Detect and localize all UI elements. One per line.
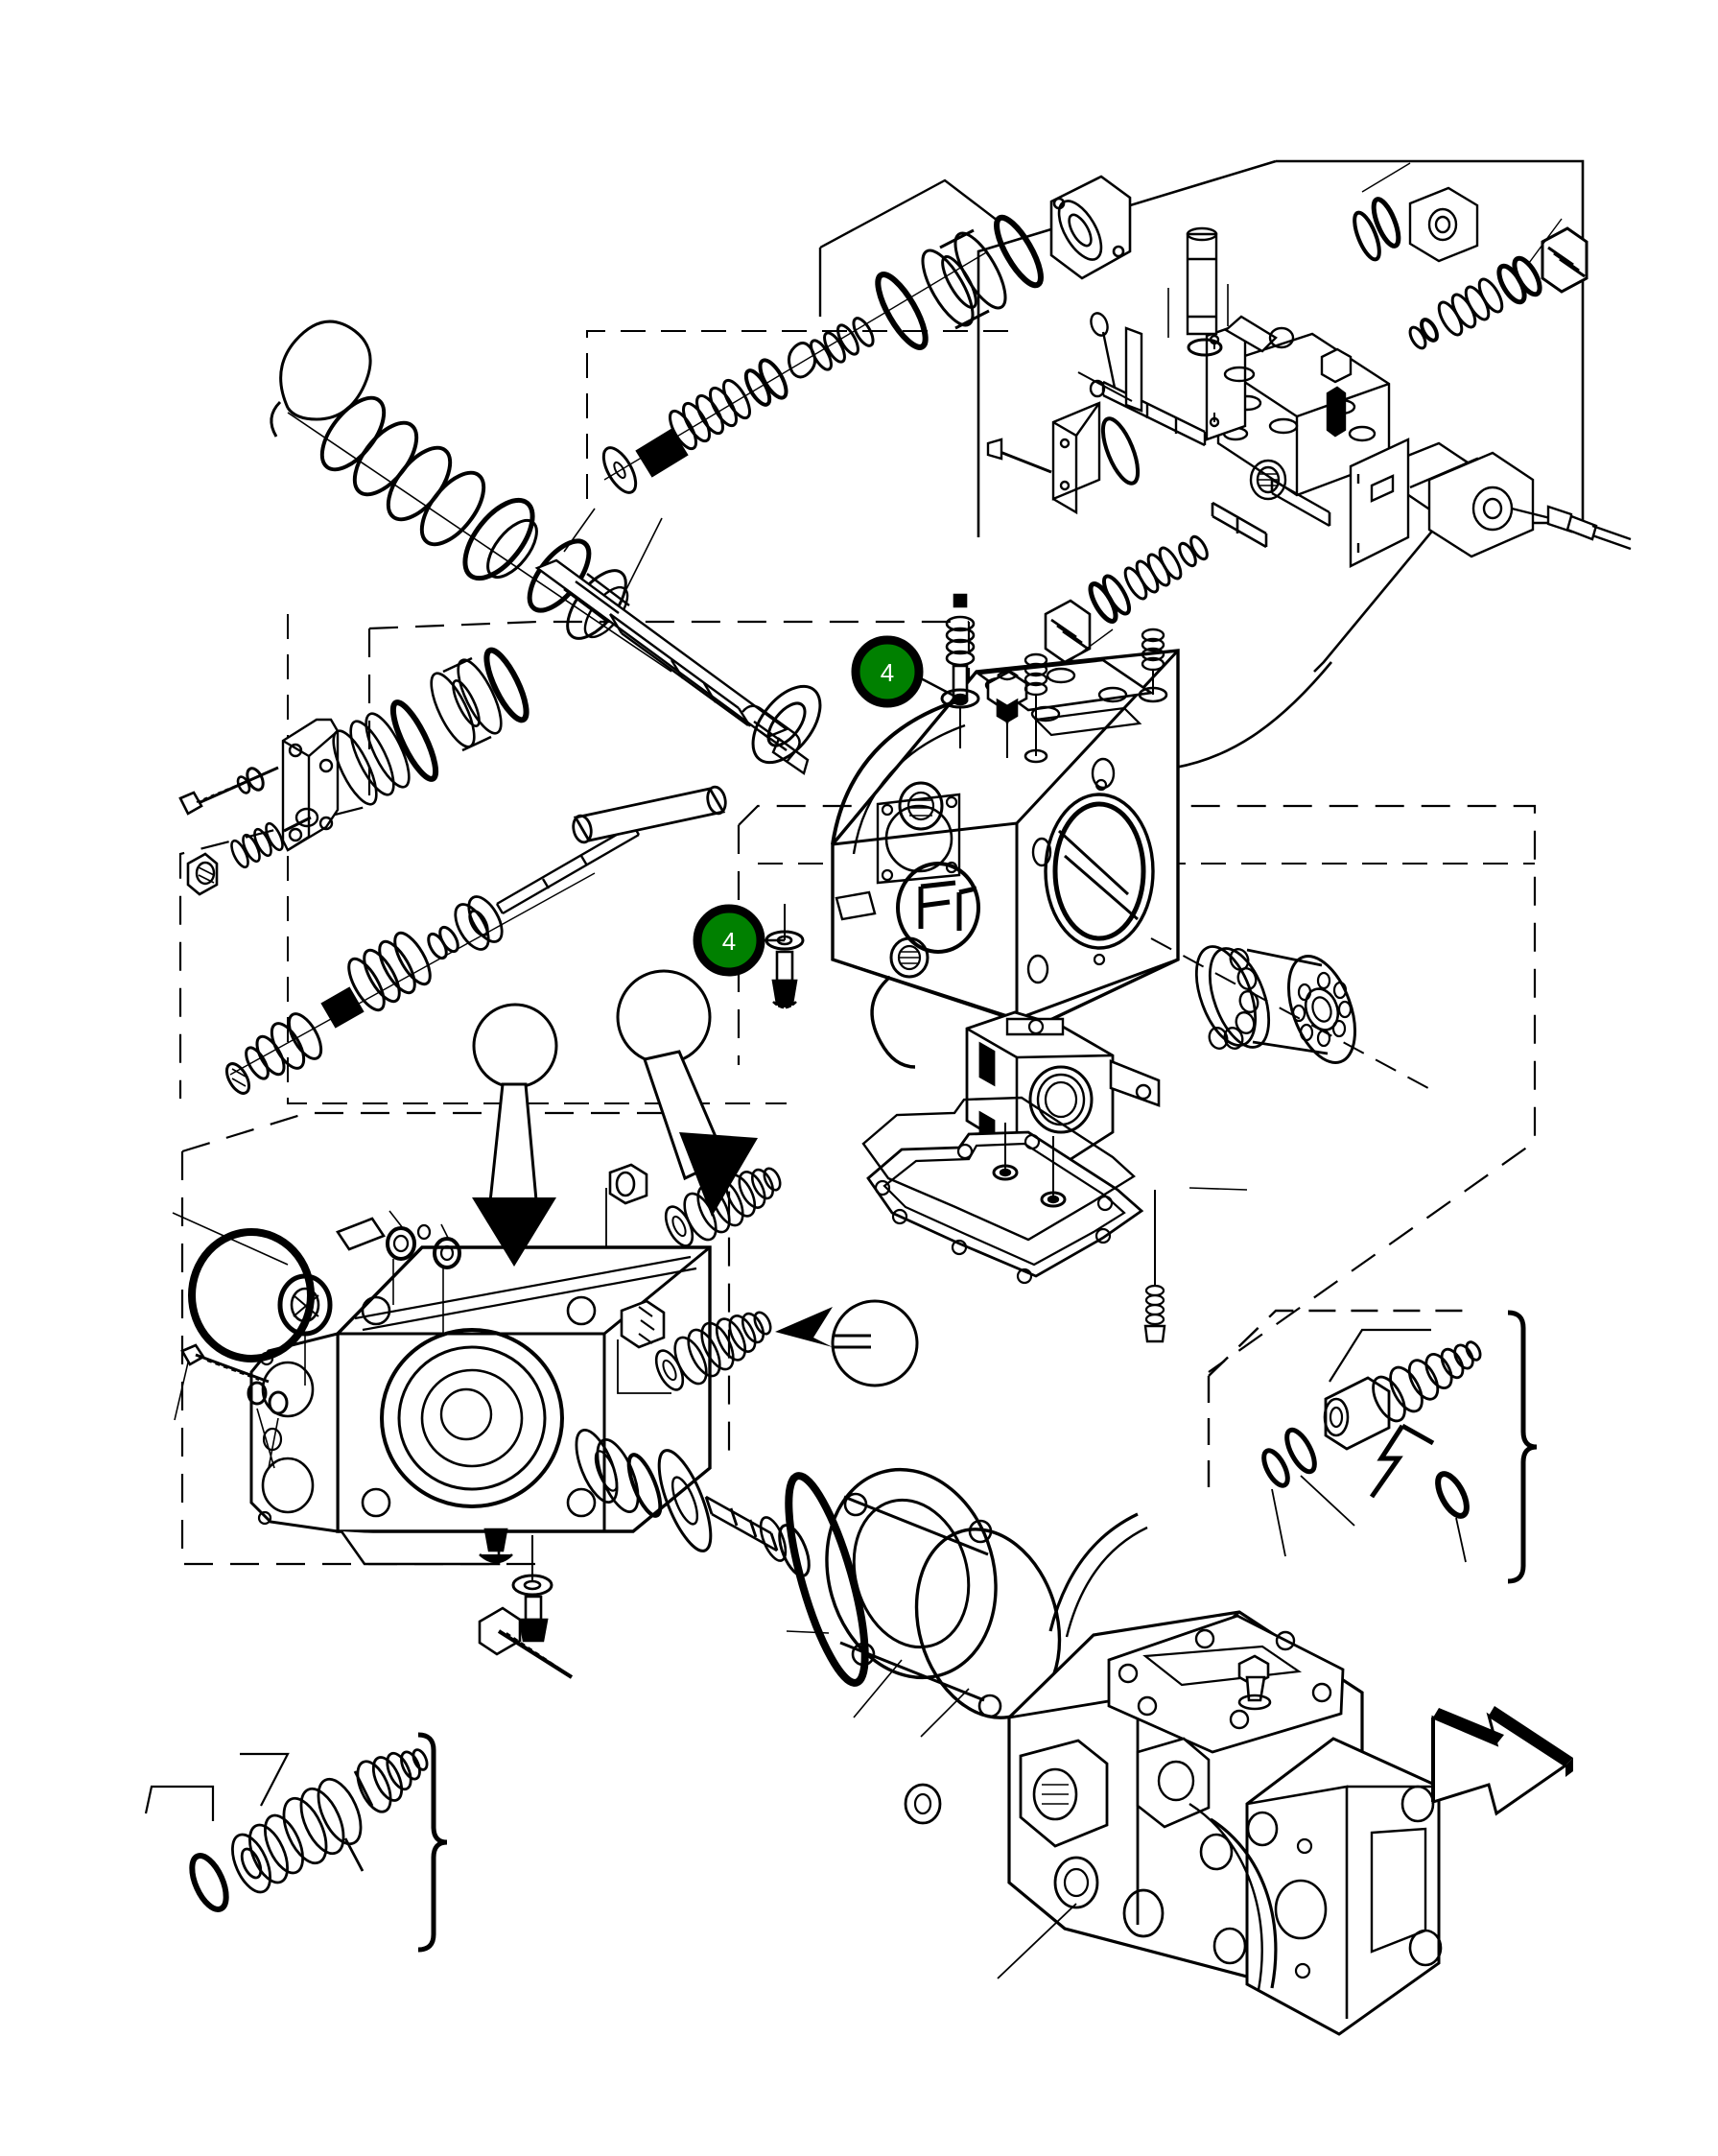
cover-bottom-bolt — [478, 1528, 574, 1679]
group-right-detail-boundary — [1207, 1309, 1468, 1497]
callout-upper-leader — [918, 675, 960, 700]
end-cover-oring — [172, 1212, 333, 1386]
relief-spring-plug-right — [1408, 218, 1589, 350]
assembly-leader-curve — [1141, 661, 1333, 775]
brace-right-detail — [1507, 1310, 1538, 1584]
cover-lower-fasteners — [174, 1343, 289, 1469]
valve-side-block — [986, 401, 1101, 515]
port-plugs-mid — [605, 1163, 671, 1394]
housing-snap-ring — [870, 975, 916, 1069]
assembly-hose-inner — [1065, 1526, 1148, 1638]
group-bracket-top-center — [818, 178, 999, 317]
valve-plug-spring-lower-left — [1044, 478, 1331, 673]
assembly-hose — [1048, 1512, 1139, 1632]
assembled-pump-unit — [904, 1610, 1443, 2036]
relief-valve-detail-right — [1261, 1328, 1482, 1563]
balloon-upper-right[interactable] — [616, 969, 758, 1217]
valve-spools-and-pins — [1077, 226, 1353, 447]
solenoid-actuator — [1427, 451, 1632, 558]
end-cover-casting — [249, 1245, 712, 1566]
cover-pins-and-washers — [336, 1210, 461, 1334]
drive-shaft — [534, 558, 810, 775]
valve-oring — [1100, 416, 1141, 486]
brace-left-detail — [417, 1732, 448, 1953]
balloon-callouts — [472, 969, 919, 1387]
callout-upper[interactable]: 4 — [851, 635, 924, 708]
housing-gasket-plate — [866, 1130, 1144, 1285]
assembly-direction-arrow — [1431, 1706, 1573, 1816]
gasket-bolts — [992, 1123, 1248, 1343]
seal-ring-stack — [270, 320, 672, 673]
shaft-bearing — [751, 684, 822, 765]
valve-cartridge-top-right — [1353, 162, 1479, 263]
cylinder-block-assembly — [1150, 937, 1440, 1095]
housing-gasket-second — [861, 1096, 1136, 1242]
valve-rear-plate-assembly — [1349, 438, 1410, 568]
balloon-upper-left[interactable] — [472, 1003, 558, 1267]
relief-valve-lower-mid — [654, 1311, 772, 1391]
callout-lower[interactable]: 4 — [693, 904, 765, 977]
relief-valve-detail-left — [144, 1748, 429, 1912]
rotor-spacers-washers — [575, 1429, 811, 1577]
balloon-lower-right[interactable] — [775, 1299, 919, 1387]
servo-regulator-assembly — [178, 647, 530, 896]
pressure-control-spring-stack — [601, 175, 1132, 494]
housing-top-fasteners — [940, 593, 1168, 764]
assembly-breather — [1237, 1654, 1272, 1711]
bushing-sleeve — [572, 785, 727, 844]
servo-spool-spring-stack — [224, 823, 641, 1095]
